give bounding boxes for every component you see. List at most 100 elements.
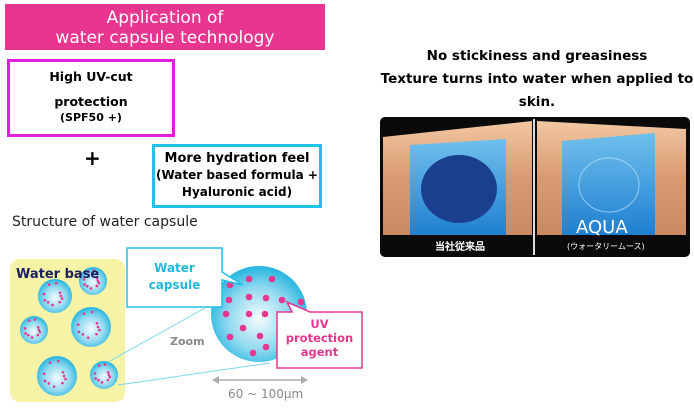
small-capsule xyxy=(37,356,77,396)
uv-dot xyxy=(106,378,110,382)
uv-dot xyxy=(83,283,86,286)
uv-dot xyxy=(268,275,276,283)
uv-dot xyxy=(51,303,54,307)
conventional-product-drop xyxy=(421,155,497,223)
uv-dot xyxy=(108,375,112,379)
uv-dot xyxy=(82,312,86,315)
uv-dot xyxy=(91,310,94,314)
uv-dot xyxy=(94,377,97,380)
uv-dot xyxy=(226,333,234,341)
uv-dot xyxy=(226,281,234,289)
uv-agent-label: UV protection agent xyxy=(277,317,362,359)
hydration-line-2: (Water based formula + xyxy=(156,168,318,182)
hydration-line-3: Hyaluronic acid) xyxy=(181,185,293,199)
uv-dot xyxy=(42,372,46,376)
uv-dot xyxy=(33,318,37,321)
uv-dot xyxy=(245,275,253,283)
uv-agent-label-3: agent xyxy=(300,345,339,359)
uv-dot xyxy=(95,284,99,288)
uv-dot xyxy=(62,374,66,378)
zoom-line xyxy=(107,307,206,363)
uv-dot xyxy=(245,310,253,318)
uv-box-line-2: protection xyxy=(54,94,128,109)
comparison-photo: 当社従来品 AQUA (ウォータリームース) xyxy=(380,117,690,257)
uv-dot xyxy=(95,277,99,280)
uv-dot xyxy=(37,328,41,332)
uv-box-line-3: (SPF50 +) xyxy=(60,111,122,124)
uv-dot xyxy=(261,310,269,318)
texture-description: No stickiness and greasiness Texture tur… xyxy=(380,45,694,114)
small-capsules xyxy=(20,267,118,396)
uv-dot xyxy=(52,385,56,388)
uv-dot xyxy=(278,296,286,304)
zoom-line xyxy=(117,362,271,386)
description-line-1: No stickiness and greasiness xyxy=(426,48,648,64)
uv-dot xyxy=(249,349,257,357)
uv-agent-label-2: protection xyxy=(285,331,354,345)
uv-agent-callout xyxy=(276,300,363,369)
uv-dot xyxy=(54,281,58,285)
uv-dot xyxy=(46,301,50,304)
uv-dot xyxy=(36,326,40,329)
uv-dot xyxy=(222,310,230,318)
uv-dot xyxy=(64,377,67,381)
uv-dot xyxy=(239,324,247,332)
uv-dot xyxy=(77,330,81,334)
uv-dot xyxy=(23,327,27,330)
uv-dot xyxy=(86,336,90,339)
uv-dot xyxy=(57,359,60,363)
uv-dot xyxy=(30,336,34,339)
section-title-banner: Application of water capsule technology xyxy=(5,4,325,50)
uv-dot xyxy=(60,297,64,300)
uv-dot xyxy=(95,321,99,325)
uv-dot xyxy=(58,291,62,295)
water-base-label: Water base xyxy=(16,267,100,282)
uv-dot xyxy=(96,279,100,283)
uv-dot xyxy=(245,293,253,301)
uv-dot xyxy=(38,330,42,334)
uv-agent-dots xyxy=(222,275,305,357)
uv-dot xyxy=(107,373,111,377)
uv-dot xyxy=(97,281,101,285)
title-line-2: water capsule technology xyxy=(55,28,275,48)
small-capsule xyxy=(20,316,48,344)
description-line-2: Texture turns into water when applied to xyxy=(380,71,694,87)
uv-dot xyxy=(48,361,52,364)
uv-dot xyxy=(256,332,264,340)
uv-dot xyxy=(95,332,98,336)
uv-dot xyxy=(47,382,51,385)
aqua-sub-label: (ウォータリームース) xyxy=(567,242,645,251)
uv-dot xyxy=(262,343,270,351)
uv-dot xyxy=(100,381,104,384)
water-capsule-label-1: Water xyxy=(154,261,195,275)
small-capsule xyxy=(71,307,111,347)
structure-heading: Structure of water capsule xyxy=(12,214,198,230)
hydration-line-1: More hydration feel xyxy=(164,151,310,166)
size-label: 60 ~ 100μm xyxy=(228,387,304,401)
small-capsule xyxy=(90,361,118,389)
uv-dot xyxy=(81,333,85,336)
uv-dot xyxy=(36,333,40,337)
uv-dot xyxy=(47,283,51,286)
uv-dot xyxy=(86,284,89,288)
uv-dot xyxy=(92,269,96,272)
uv-dot xyxy=(24,332,27,335)
uv-dot xyxy=(61,370,65,374)
uv-dot xyxy=(43,379,47,383)
description-line-3: skin. xyxy=(518,94,556,110)
water-capsule-label: Water capsule xyxy=(127,260,222,294)
uv-dot xyxy=(97,378,100,382)
small-capsule xyxy=(38,279,72,313)
uv-dot xyxy=(96,325,100,329)
uv-dot xyxy=(43,298,47,302)
zoom-label: Zoom xyxy=(170,335,205,348)
uv-dot xyxy=(89,287,93,290)
title-line-1: Application of xyxy=(106,8,224,28)
uv-protection-box: High UV-cut protection (SPF50 +) xyxy=(7,59,175,137)
conventional-product-label: 当社従来品 xyxy=(435,242,485,253)
water-capsule-label-2: capsule xyxy=(148,278,201,292)
uv-agent-label-1: UV xyxy=(310,317,329,331)
uv-dot xyxy=(27,333,30,337)
uv-dot xyxy=(76,323,80,327)
aqua-product-drop xyxy=(578,157,640,213)
